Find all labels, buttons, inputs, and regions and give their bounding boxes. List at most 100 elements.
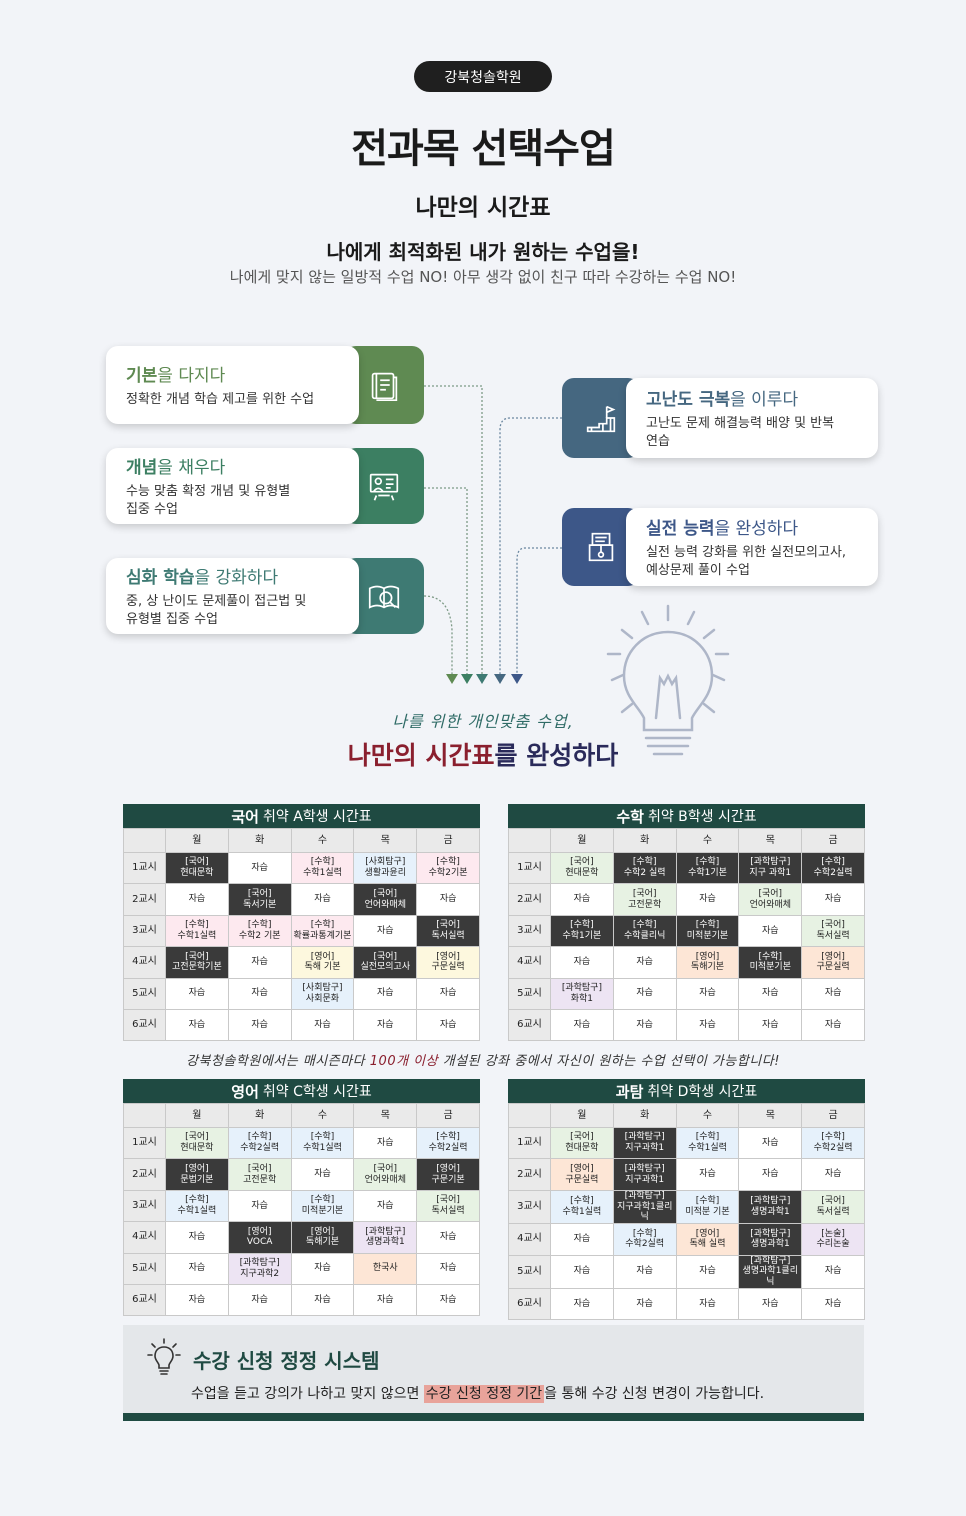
- class-cell: [국어] 언어와매체: [353, 883, 418, 916]
- class-cell: [수학] 미적분기본: [738, 946, 803, 979]
- card-concept-bold: 개념: [126, 458, 158, 479]
- system-desc-after: 을 통해 수강 신청 변경이 가능합니다.: [544, 1386, 765, 1402]
- course-note: 강북청솔학원에서는 매시즌마다 100개 이상 개설된 강좌 중에서 자신이 원…: [0, 1050, 966, 1069]
- class-cell: [영어] 구문실력: [801, 946, 865, 979]
- class-cell: [국어] 현대문학: [165, 1126, 229, 1160]
- timetable-title-text: 취약 D학생 시간표: [647, 1084, 758, 1100]
- class-cell: 자습: [738, 1126, 803, 1160]
- day-header: 목: [353, 1103, 418, 1128]
- card-practice-desc: 실전 능력 강화를 위한 실전모의고사, 예상문제 풀이 수업: [646, 545, 847, 578]
- lightbulb-illustration-icon: [606, 604, 730, 756]
- class-cell: 자습: [290, 1158, 355, 1191]
- day-header: 목: [353, 828, 418, 853]
- class-cell: 한국사: [353, 1252, 418, 1285]
- class-cell: [영어] 구문실력: [550, 1158, 614, 1191]
- class-cell: [수학] 수학1실력: [550, 1189, 614, 1225]
- day-header: 수: [675, 1103, 740, 1128]
- class-cell: 자습: [353, 1126, 418, 1160]
- class-cell: [수학] 미적분기본: [290, 1189, 355, 1223]
- class-cell: [사회탐구] 생활과윤리: [353, 851, 418, 885]
- class-cell: 자습: [612, 1008, 677, 1042]
- period-label: 3교시: [123, 914, 166, 948]
- card-advanced-bold: 심화 학습: [126, 568, 195, 589]
- class-cell: [수학] 수학2 기본: [227, 914, 292, 948]
- class-cell: [국어] 고전문학: [227, 1158, 292, 1191]
- period-label: 1교시: [123, 851, 166, 885]
- class-cell: 자습: [801, 1158, 865, 1191]
- period-label: 4교시: [123, 946, 166, 979]
- class-cell: [과학탐구] 지구과학1: [612, 1126, 677, 1160]
- class-cell: [수학] 수학2 실력: [612, 851, 677, 885]
- corner-cell: [123, 828, 166, 853]
- period-label: 5교시: [123, 977, 166, 1010]
- class-cell: [영어] 구문실력: [416, 946, 480, 979]
- card-practice-bold: 실전 능력: [646, 519, 715, 540]
- class-cell: 자습: [227, 1189, 292, 1223]
- class-cell: [국어] 고전문학기본: [165, 946, 229, 979]
- class-cell: [영어] 구문기본: [416, 1158, 480, 1191]
- day-header: 화: [227, 828, 292, 853]
- timetable-title-text: 취약 A학생 시간표: [262, 809, 372, 825]
- card-hard-rest: 을 이루다: [730, 390, 799, 411]
- class-cell: [국어] 현대문학: [165, 851, 229, 885]
- period-label: 3교시: [508, 914, 551, 948]
- class-cell: 자습: [675, 977, 740, 1010]
- timetable-subject: 영어: [231, 1082, 259, 1101]
- card-concept-desc: 수능 맞춤 확정 개념 및 유형별 집중 수업: [126, 484, 291, 517]
- class-cell: 자습: [165, 1252, 229, 1285]
- card-advanced: 심화 학습을 강화하다 중, 상 난이도 문제풀이 접근법 및 유형별 집중 수…: [106, 558, 359, 634]
- class-cell: [영어] 독해기본: [290, 1221, 355, 1254]
- day-header: 화: [612, 828, 677, 853]
- class-cell: [국어] 독서실력: [416, 1189, 480, 1223]
- page-subtitle: 나만의 시간표: [415, 195, 551, 221]
- subline: 나에게 맞지 않는 일방적 수업 NO! 아무 생각 없이 친구 따라 수강하는…: [229, 268, 737, 286]
- period-label: 2교시: [508, 1158, 551, 1191]
- class-cell: 자습: [550, 1254, 614, 1289]
- class-cell: [수학] 미적분 기본: [675, 1189, 740, 1225]
- class-cell: [과학탐구] 생명과학1클리닉: [738, 1254, 803, 1289]
- class-cell: 자습: [227, 1283, 292, 1317]
- period-label: 4교시: [123, 1221, 166, 1254]
- class-cell: 자습: [353, 1189, 418, 1223]
- class-cell: 자습: [675, 1287, 740, 1321]
- corner-cell: [508, 1103, 551, 1128]
- class-cell: [수학] 수학1실력: [290, 1126, 355, 1160]
- class-cell: 자습: [290, 1008, 355, 1042]
- class-cell: 자습: [165, 1221, 229, 1254]
- period-label: 2교시: [508, 883, 551, 916]
- class-cell: 자습: [675, 1158, 740, 1191]
- class-cell: 자습: [227, 1008, 292, 1042]
- day-header: 금: [801, 1103, 865, 1128]
- class-cell: [과학탐구] 지구과학2: [227, 1252, 292, 1285]
- card-hard-bold: 고난도 극복: [646, 390, 731, 411]
- corner-cell: [508, 828, 551, 853]
- period-label: 6교시: [123, 1283, 166, 1317]
- card-basic-rest: 을 다지다: [157, 366, 226, 387]
- timetable-subject: 국어: [231, 807, 259, 826]
- class-cell: 자습: [801, 1287, 865, 1321]
- card-hard-desc: 고난도 문제 해결능력 배양 및 반복 연습: [646, 416, 835, 449]
- period-label: 2교시: [123, 1158, 166, 1191]
- class-cell: 자습: [612, 946, 677, 979]
- class-cell: 자습: [353, 977, 418, 1010]
- table-row: 3교시[수학] 수학1실력[과학탐구] 지구과학1클리닉[수학] 미적분 기본[…: [508, 1189, 865, 1225]
- class-cell: 자습: [165, 1283, 229, 1317]
- class-cell: 자습: [416, 1008, 480, 1042]
- card-advanced-desc: 중, 상 난이도 문제풀이 접근법 및 유형별 집중 수업: [126, 594, 307, 627]
- day-header: 화: [227, 1103, 292, 1128]
- class-cell: [국어] 실전모의고사: [353, 946, 418, 979]
- class-cell: 자습: [612, 977, 677, 1010]
- timetable-subject: 수학: [616, 807, 644, 826]
- class-cell: 자습: [612, 1287, 677, 1321]
